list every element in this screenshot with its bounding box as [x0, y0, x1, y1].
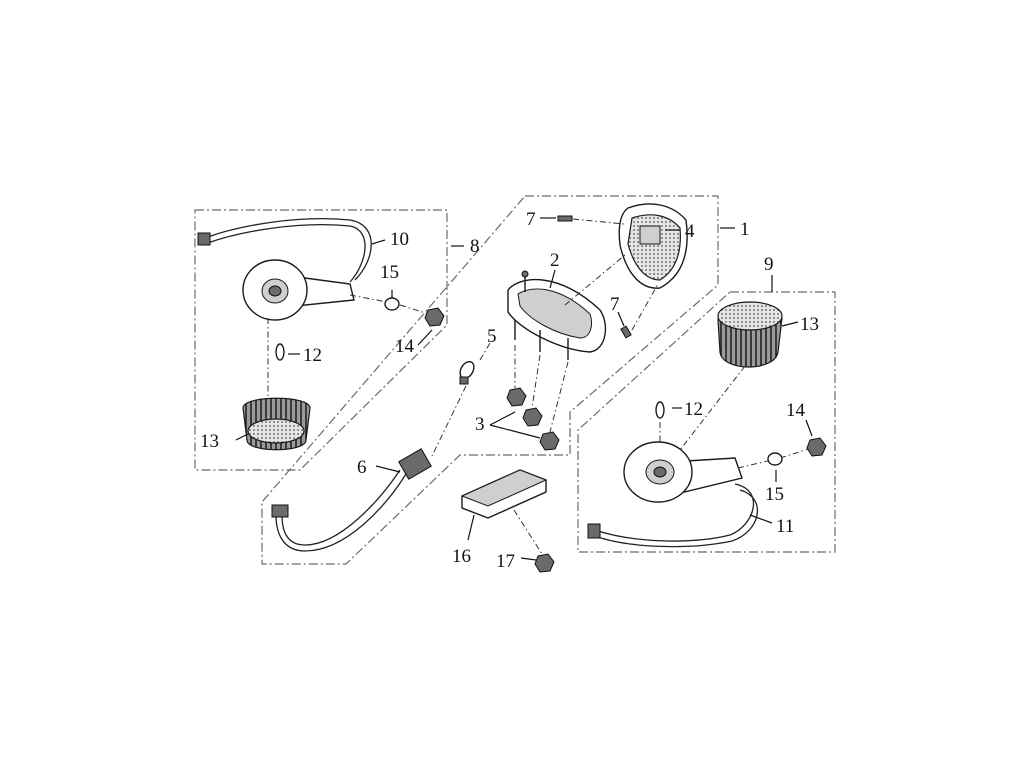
right-nut	[806, 437, 827, 457]
left-signal-wire	[204, 218, 372, 281]
label-part-4: 4	[685, 221, 695, 242]
label-part-8: 8	[470, 236, 480, 257]
label-part-9: 9	[764, 254, 774, 275]
label-part-12-left: 12	[303, 345, 322, 366]
reflector	[460, 469, 555, 573]
label-part-10: 10	[390, 229, 409, 250]
label-part-13-left: 13	[200, 431, 219, 452]
screw-top	[557, 215, 573, 222]
frame-right-turn-signal-assembly	[577, 291, 836, 553]
right-bulb	[655, 401, 665, 419]
tail-light-lens	[618, 203, 688, 289]
label-part-7-top: 7	[526, 209, 536, 230]
label-part-16: 16	[452, 546, 471, 567]
tail-socket-harness	[271, 448, 432, 552]
left-lens	[242, 397, 311, 451]
right-lens	[717, 301, 783, 368]
frame-tail-light-assembly	[261, 195, 719, 565]
tail-bulb	[459, 360, 475, 385]
label-part-15-right: 15	[765, 484, 784, 505]
label-part-17: 17	[496, 551, 515, 572]
label-part-2: 2	[550, 250, 560, 271]
left-bulb	[275, 343, 285, 361]
frame-left-turn-signal-assembly	[194, 209, 448, 471]
left-nut	[424, 307, 445, 327]
screw-side	[620, 325, 632, 339]
label-part-14-left: 14	[395, 336, 415, 357]
left-turn-signal	[197, 218, 445, 451]
label-part-11: 11	[776, 516, 794, 537]
label-part-6: 6	[357, 457, 367, 478]
label-part-14-right: 14	[786, 400, 806, 421]
right-wire-connector	[587, 523, 601, 539]
tail-light	[271, 203, 688, 552]
label-part-15-left: 15	[380, 262, 399, 283]
callout-leaders	[235, 217, 813, 561]
left-washer	[384, 297, 400, 311]
left-wire-connector	[197, 232, 211, 246]
tail-light-base	[507, 270, 607, 360]
label-part-3: 3	[475, 414, 485, 435]
tail-nuts	[506, 387, 560, 451]
label-part-1: 1	[740, 219, 750, 240]
label-part-5: 5	[487, 326, 497, 347]
label-part-13-right: 13	[800, 314, 819, 335]
part-labels: 1 4 7 2 7 8 10 15 14 12 13 5 3 6 16 17 9…	[200, 209, 819, 572]
label-part-12-right: 12	[684, 399, 703, 420]
reflector-nut	[534, 553, 555, 573]
label-part-7-side: 7	[610, 294, 620, 315]
right-washer	[767, 452, 783, 466]
right-turn-signal	[587, 301, 827, 548]
